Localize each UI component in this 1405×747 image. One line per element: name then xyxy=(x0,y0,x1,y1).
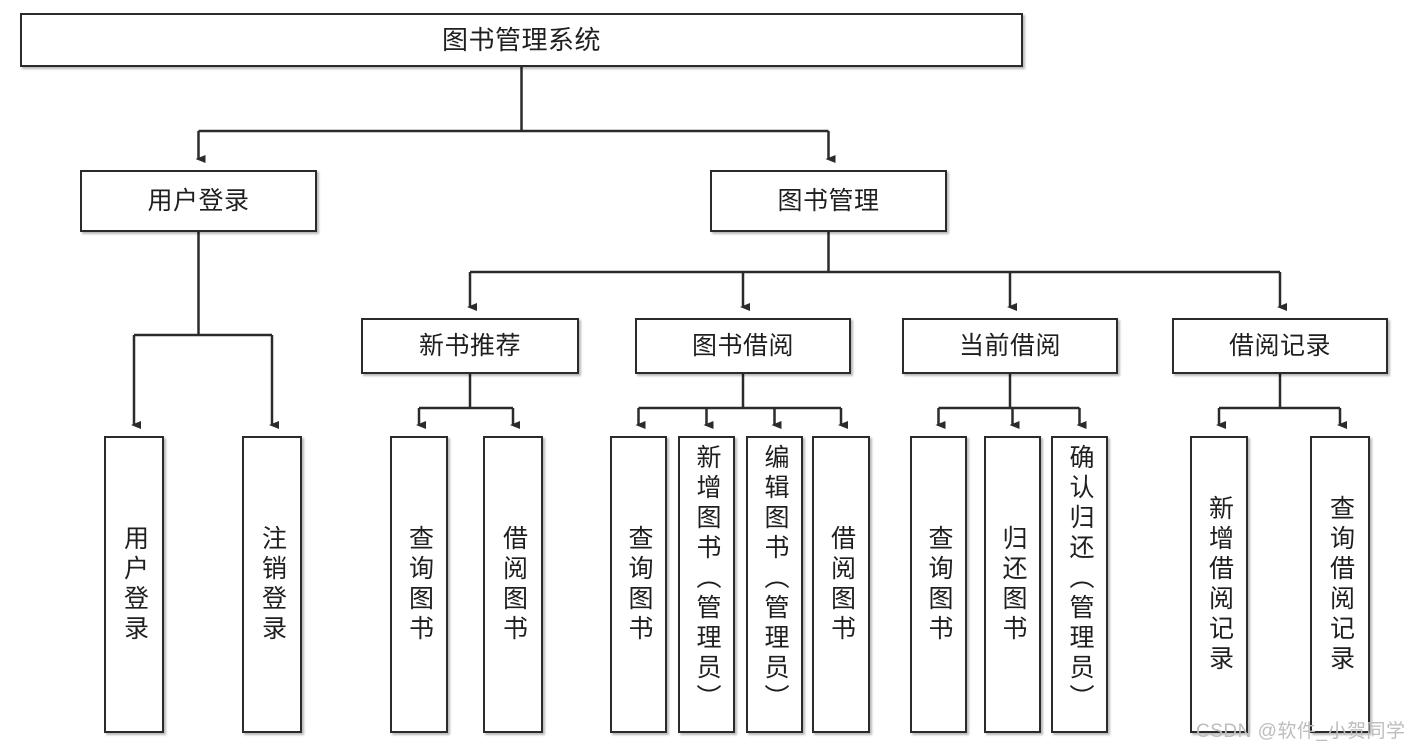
node-new-book-rec[interactable]: 新书推荐 xyxy=(361,318,579,374)
node-root[interactable]: 图书管理系统 xyxy=(20,13,1023,67)
node-leaf-cb-confirm[interactable]: 确认归还（管理员） xyxy=(1051,436,1108,733)
node-label: 查询图书 xyxy=(405,524,434,645)
node-label: 新增图书（管理员） xyxy=(693,444,721,714)
node-label: 确认归还（管理员） xyxy=(1066,444,1094,714)
node-label: 新增借阅记录 xyxy=(1205,494,1234,675)
watermark-text: CSDN @软件_小贺同学 xyxy=(1196,721,1405,742)
node-label: 借阅记录 xyxy=(1228,331,1331,360)
node-leaf-br-query[interactable]: 查询借阅记录 xyxy=(1310,436,1370,733)
node-leaf-bb-edit[interactable]: 编辑图书（管理员） xyxy=(746,436,803,733)
node-leaf-cb-return[interactable]: 归还图书 xyxy=(984,436,1041,733)
node-borrow-record[interactable]: 借阅记录 xyxy=(1172,318,1388,374)
node-user-login[interactable]: 用户登录 xyxy=(80,170,317,232)
node-label: 图书管理 xyxy=(777,186,880,215)
node-label: 编辑图书（管理员） xyxy=(761,444,789,714)
node-label: 新书推荐 xyxy=(418,331,521,360)
node-label: 当前借阅 xyxy=(958,331,1061,360)
node-leaf-br-add[interactable]: 新增借阅记录 xyxy=(1190,436,1248,733)
node-leaf-bb-borrow[interactable]: 借阅图书 xyxy=(812,436,870,733)
node-label: 图书借阅 xyxy=(691,331,794,360)
node-label: 用户登录 xyxy=(120,524,149,645)
node-label: 借阅图书 xyxy=(827,524,856,645)
node-book-manage[interactable]: 图书管理 xyxy=(710,170,947,232)
node-leaf-rec-query[interactable]: 查询图书 xyxy=(390,436,448,733)
node-leaf-rec-borrow[interactable]: 借阅图书 xyxy=(483,436,543,733)
node-label: 用户登录 xyxy=(147,186,250,215)
node-label: 查询图书 xyxy=(625,524,653,645)
node-leaf-bb-add[interactable]: 新增图书（管理员） xyxy=(678,436,735,733)
node-leaf-bb-query[interactable]: 查询图书 xyxy=(610,436,667,733)
node-book-borrow[interactable]: 图书借阅 xyxy=(635,318,851,374)
node-leaf-user-login[interactable]: 用户登录 xyxy=(104,436,164,733)
node-label: 查询借阅记录 xyxy=(1326,494,1355,675)
node-leaf-cb-query[interactable]: 查询图书 xyxy=(910,436,967,733)
node-label: 归还图书 xyxy=(999,524,1027,645)
node-leaf-user-logout[interactable]: 注销登录 xyxy=(242,436,302,733)
node-label: 图书管理系统 xyxy=(441,24,601,55)
node-current-borrow[interactable]: 当前借阅 xyxy=(902,318,1118,374)
node-label: 注销登录 xyxy=(258,524,287,645)
node-label: 借阅图书 xyxy=(499,524,528,645)
node-label: 查询图书 xyxy=(925,524,953,645)
